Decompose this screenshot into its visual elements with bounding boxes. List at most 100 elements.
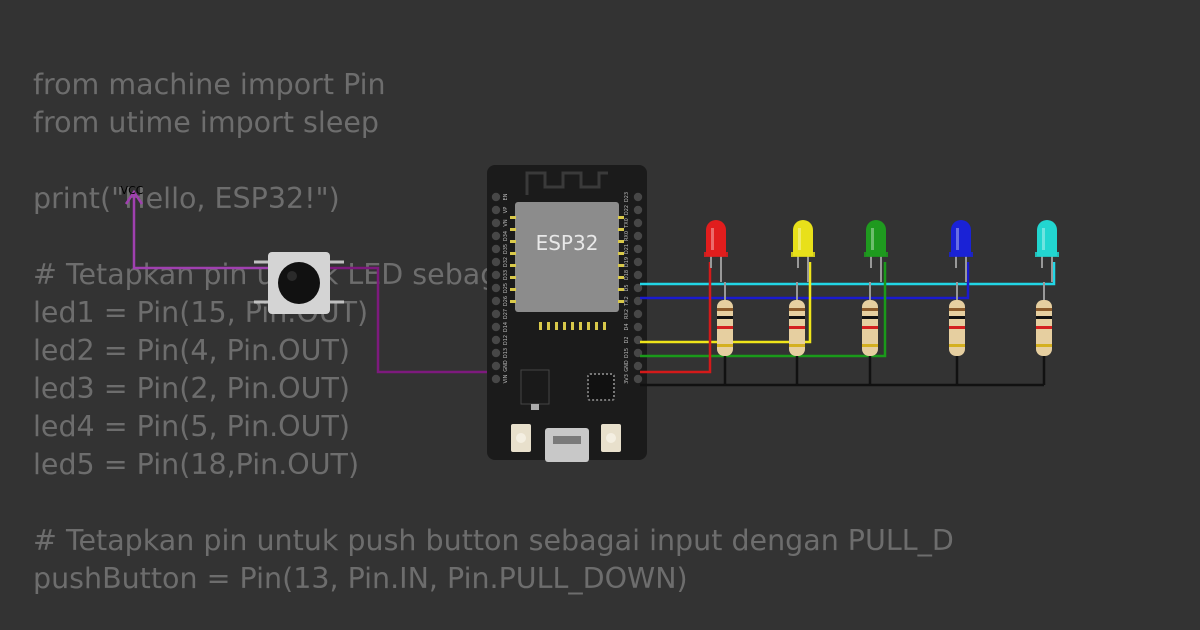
code-line: pushButton = Pin(13, Pin.IN, Pin.PULL_DO… (33, 562, 688, 595)
wire-yellow (640, 262, 812, 344)
header-pin[interactable] (633, 309, 643, 319)
led-rim (949, 252, 973, 257)
esp32-antenna (525, 171, 608, 195)
led-rim (864, 252, 888, 257)
resistor-band (1036, 326, 1052, 329)
resistor[interactable] (1036, 282, 1052, 356)
header-pin[interactable] (491, 205, 501, 215)
micro-usb-port (545, 428, 589, 462)
header-pin[interactable] (633, 283, 643, 293)
led-red[interactable] (704, 220, 728, 282)
resistor-band (862, 326, 878, 329)
resistor[interactable] (862, 282, 878, 356)
pin-label: D35 (503, 244, 509, 254)
module-pad (618, 276, 624, 279)
code-line: # Tetapkan pin untuk push button sebagai… (33, 524, 954, 557)
header-pin[interactable] (633, 270, 643, 280)
header-pin[interactable] (633, 361, 643, 371)
header-pin[interactable] (491, 283, 501, 293)
header-pin[interactable] (491, 244, 501, 254)
header-pin[interactable] (491, 218, 501, 228)
pin-label: 3V3 (624, 374, 630, 384)
led-green[interactable] (864, 220, 888, 282)
header-pin[interactable] (633, 374, 643, 384)
push-button-cap[interactable] (278, 262, 320, 304)
module-pad (595, 322, 598, 330)
pin-label: D21 (624, 244, 630, 254)
micro-usb-opening (553, 436, 581, 444)
led-lens (706, 220, 726, 256)
module-pad (510, 216, 516, 219)
pin-label: TX2 (624, 296, 630, 307)
pin-label: VN (503, 219, 509, 226)
led-highlight (798, 228, 801, 250)
led-highlight (711, 228, 714, 250)
resistor[interactable] (789, 282, 805, 356)
pin-label: EN (503, 193, 509, 200)
module-pad (618, 300, 624, 303)
resistor-band (949, 308, 965, 311)
pin-label: D22 (624, 205, 630, 215)
voltage-regulator (520, 369, 550, 405)
header-pin[interactable] (633, 244, 643, 254)
header-pin[interactable] (633, 231, 643, 241)
module-pad (587, 322, 590, 330)
module-pad (510, 252, 516, 255)
header-pin[interactable] (491, 309, 501, 319)
esp32-left-header: ENVPVND34D35D32D33D25D26D27D14D12D13GNDV… (491, 192, 509, 384)
esp32-board[interactable]: ESP32 ENVPVND34D35D32D33D25D26D27D14D12D… (487, 165, 647, 462)
esp32-label: ESP32 (536, 231, 599, 255)
wire-button-to-d13 (328, 266, 496, 374)
module-pad (510, 276, 516, 279)
resistor-band (949, 344, 965, 347)
resistor-band (1036, 308, 1052, 311)
pin-label: VP (503, 207, 509, 213)
header-pin[interactable] (491, 348, 501, 358)
header-pin[interactable] (491, 361, 501, 371)
wire-blue (640, 262, 970, 300)
header-pin[interactable] (633, 205, 643, 215)
resistor-band (717, 344, 733, 347)
pin-label: D12 (503, 335, 509, 345)
led-yellow[interactable] (791, 220, 815, 282)
pin-label: D32 (503, 257, 509, 267)
pin-label: TX0 (624, 218, 630, 229)
resistor[interactable] (717, 282, 733, 356)
module-pad (510, 300, 516, 303)
led-lens (793, 220, 813, 256)
header-pin[interactable] (633, 218, 643, 228)
header-pin[interactable] (491, 322, 501, 332)
header-pin[interactable] (491, 257, 501, 267)
pin-label: D19 (624, 257, 630, 267)
push-button[interactable] (254, 252, 344, 314)
header-pin[interactable] (491, 192, 501, 202)
header-pin[interactable] (491, 296, 501, 306)
header-pin[interactable] (633, 257, 643, 267)
led-blue[interactable] (949, 220, 973, 282)
pin-label: RX0 (624, 231, 630, 241)
esp32-module (515, 202, 619, 312)
header-pin[interactable] (633, 322, 643, 332)
header-pin[interactable] (633, 192, 643, 202)
module-pad (510, 264, 516, 267)
pin-label: RX2 (624, 309, 630, 319)
resistor-band (1036, 344, 1052, 347)
module-pad (510, 240, 516, 243)
header-pin[interactable] (491, 335, 501, 345)
header-pin[interactable] (491, 231, 501, 241)
module-pad (539, 322, 542, 330)
code-line: print("Hello, ESP32!") (33, 182, 340, 215)
header-pin[interactable] (491, 374, 501, 384)
vcc-terminal[interactable]: VCC (121, 184, 144, 218)
resistor-band (1036, 316, 1052, 319)
pin-label: D4 (624, 323, 630, 330)
led-cyan[interactable] (1035, 220, 1059, 282)
en-button-cap (516, 433, 526, 443)
module-pad (571, 322, 574, 330)
header-pin[interactable] (491, 270, 501, 280)
resistor[interactable] (949, 282, 965, 356)
pin-label: D26 (503, 296, 509, 306)
module-pad (579, 322, 582, 330)
